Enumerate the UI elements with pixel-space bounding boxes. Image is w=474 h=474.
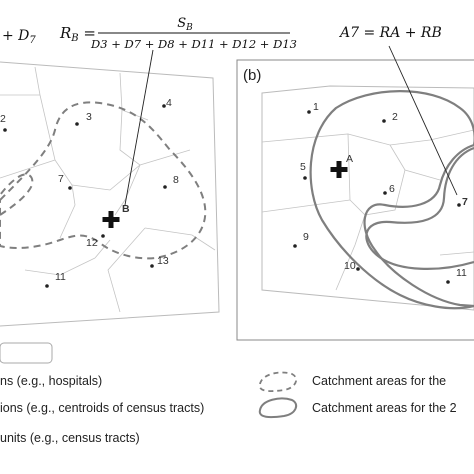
legend-solid-catchment-icon [258, 397, 298, 419]
svg-text:SB: SB [177, 16, 193, 33]
rb-lhs-sub: B [70, 33, 78, 44]
point-label: 7 [462, 196, 468, 208]
point-label: 13 [157, 255, 169, 267]
rb-numerator: S [177, 16, 186, 31]
left-catchment-area [0, 101, 207, 260]
rb-numerator-sub: B [185, 23, 193, 33]
point-label: 7 [58, 173, 64, 185]
left-catchment-area-secondary [0, 173, 34, 216]
a7-text: A7 = RA + RB [338, 25, 442, 41]
legend-item-units: units (e.g., census tracts) [0, 431, 140, 445]
equation-a7: A7 = RA + RB [338, 25, 442, 41]
legend-swatch-box [0, 342, 53, 364]
point-label: 12 [86, 237, 98, 249]
eq-fragment-text: + D [2, 28, 29, 44]
facility-a-label: A [346, 153, 353, 165]
point-label: 8 [173, 174, 179, 186]
rb-leader-line [124, 49, 154, 206]
point-label: 5 [300, 161, 306, 173]
right-panel-frame [236, 59, 474, 341]
facility-a-cross-icon [330, 161, 348, 178]
facility-b-cross-icon [102, 211, 120, 228]
left-point-labels: 2 3 4 7 8 12 13 11 [0, 97, 179, 283]
centroid-point [45, 284, 49, 288]
legend-item-facilities: ns (e.g., hospitals) [0, 374, 102, 388]
left-study-area-boundary [0, 61, 220, 327]
right-point-labels: 1 2 5 6 7 9 10 11 [300, 101, 468, 279]
left-centroids [3, 104, 167, 288]
centroid-point [446, 280, 450, 284]
right-catchment-area-a [309, 90, 474, 310]
rb-denominator: D3 + D7 + D8 + D11 + D12 + D13 [90, 37, 297, 51]
point-label: 3 [86, 111, 92, 123]
centroid-point [293, 244, 297, 248]
point-label: 11 [456, 267, 467, 279]
right-study-area-boundary [261, 85, 474, 311]
centroid-point [383, 191, 387, 195]
panel-left: 2 3 4 7 8 12 13 11 B [0, 49, 220, 327]
centroid-point [382, 119, 386, 123]
legend-item-catchment-solid: Catchment areas for the 2 [312, 401, 457, 415]
right-panel-label: (b) [243, 67, 261, 84]
point-label: 1 [313, 101, 319, 113]
legend-dashed-catchment-icon [258, 371, 298, 392]
equation-rb: RB = SB D3 + D7 + D8 + D11 + D12 + D13 [59, 16, 297, 51]
centroid-point [162, 104, 166, 108]
svg-text:+ D7: + D7 [2, 28, 36, 46]
centroid-point [163, 185, 167, 189]
centroid-point [68, 186, 72, 190]
point-label: 2 [0, 113, 6, 125]
centroid-point [101, 234, 105, 238]
point-label: 11 [55, 271, 66, 283]
centroid-point [75, 122, 79, 126]
panel-right: (b) 1 2 5 6 7 [236, 45, 474, 341]
point-label: 9 [303, 231, 309, 243]
equation-top-left-fragment: + D7 [2, 28, 36, 46]
centroid-point [3, 128, 7, 132]
rb-lhs: R [59, 24, 71, 42]
centroid-point [356, 267, 360, 271]
eq-fragment-sub: 7 [29, 35, 36, 46]
point-label: 6 [389, 183, 395, 195]
a7-leader-line [388, 45, 458, 196]
point-label: 10 [344, 260, 356, 272]
left-unit-boundaries [0, 66, 216, 313]
point-label: 4 [166, 97, 172, 109]
point-label: 2 [392, 111, 398, 123]
legend: ns (e.g., hospitals) ions (e.g., centroi… [0, 342, 457, 445]
legend-item-catchment-dashed: Catchment areas for the [312, 374, 446, 388]
svg-text:RB =: RB = [59, 24, 96, 44]
centroid-point [457, 203, 461, 207]
facility-b-label: B [122, 203, 130, 215]
centroid-point [150, 264, 154, 268]
legend-item-demand-locations: ions (e.g., centroids of census tracts) [0, 401, 204, 415]
centroid-point [307, 110, 311, 114]
right-centroids [293, 110, 461, 284]
right-catchment-area-b [365, 146, 474, 270]
centroid-point [303, 176, 307, 180]
right-unit-boundaries [261, 129, 474, 291]
